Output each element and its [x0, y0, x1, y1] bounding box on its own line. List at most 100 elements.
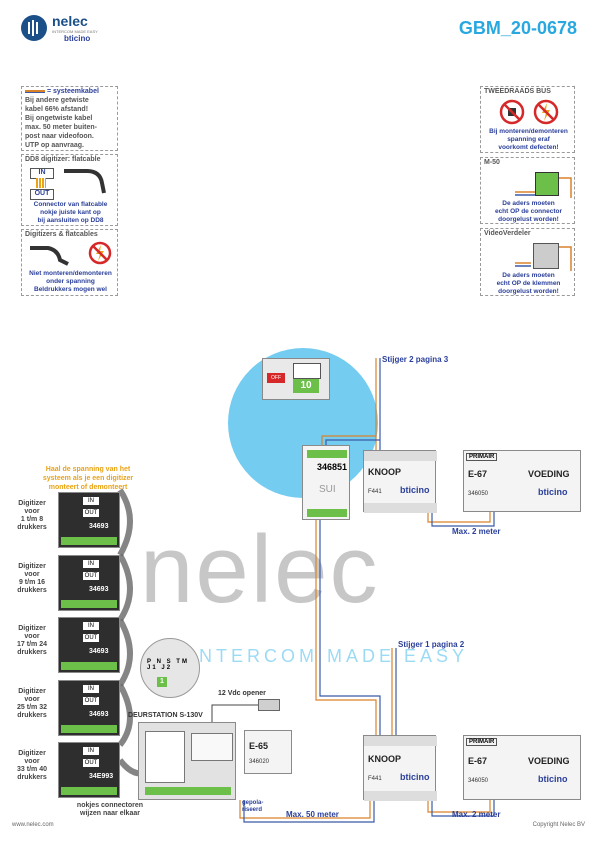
terminal-strip	[364, 791, 437, 801]
partner-brand: bticino	[64, 34, 91, 43]
terminal-block	[145, 787, 231, 795]
note-line: echt OP de connector	[494, 208, 563, 215]
e65-label: E-65	[249, 741, 269, 751]
note-title: M-50	[484, 159, 500, 166]
knoop-bottom: KNOOP F441 bticino	[363, 735, 437, 801]
note-line: UTP op aanvraag.	[25, 142, 85, 149]
e67-code: 346050	[468, 778, 489, 784]
terminal-block	[307, 509, 347, 517]
deurstation-panel	[145, 731, 185, 783]
max-2m-label: Max. 2 meter	[452, 527, 501, 536]
e67-brand: bticino	[538, 774, 568, 784]
stijger2-label: Stijger 2 pagina 3	[382, 355, 449, 364]
module-code: 346851	[317, 462, 348, 472]
digitizer-out: OUT	[83, 759, 99, 767]
digitizer-in: IN	[83, 497, 99, 505]
terminal-block	[61, 725, 117, 733]
deurstation-module	[191, 733, 233, 761]
terminal-strip	[364, 451, 437, 461]
note-tweedraads-bus: TWEEDRAADS BUS Bij monteren/demonteren s…	[480, 86, 575, 153]
note-line: max. 50 meter buiten-	[25, 124, 97, 131]
module-zoom: OFF 10	[262, 358, 330, 400]
document-number: GBM_20-0678	[458, 18, 577, 38]
knoop-code: F441	[368, 776, 382, 782]
digitizer-code: 34693	[89, 711, 109, 718]
note-dd8-flatcable: DD8 digitizer: flatcable IN OUT Connecto…	[21, 154, 118, 226]
nokjes-note: nokjes connectoren wijzen naar elkaar	[76, 802, 144, 817]
out-label: OUT	[30, 189, 54, 200]
note-line: Bij monteren/demonteren	[489, 128, 568, 135]
primair-label: PRIMAIR	[466, 453, 498, 461]
note-line: Bij ongetwiste kabel	[25, 115, 93, 122]
knoop-label: KNOOP	[368, 754, 402, 764]
terminal-block	[61, 600, 117, 608]
note-line: kabel 66% afstand!	[25, 106, 89, 113]
note-title: DD8 digitizer: flatcable	[25, 156, 101, 163]
terminal-strip	[364, 503, 437, 513]
logo: nelec INTERCOM MADE EASY bticino	[20, 12, 120, 46]
note-line: post naar videofoon.	[25, 133, 94, 140]
note-line: doorgelust worden!	[498, 288, 559, 295]
note-line: Connector van flatcable	[33, 201, 108, 208]
opener-label: 12 Vdc opener	[218, 690, 266, 697]
note-title: TWEEDRAADS BUS	[484, 88, 551, 95]
digitizer-out: OUT	[83, 509, 99, 517]
wires-icon	[515, 246, 572, 271]
e65-power-supply: E-65 346020	[244, 730, 292, 774]
no-voltage-icon	[88, 241, 112, 265]
digitizer-code: 34693	[89, 648, 109, 655]
note-line: Beldrukkers mogen wel	[34, 286, 107, 293]
digitizer-out: OUT	[83, 634, 99, 642]
voeding-label: VOEDING	[528, 469, 570, 479]
opener-icon	[258, 699, 280, 711]
flatcable-icon	[30, 246, 69, 266]
digitizer-in: IN	[83, 747, 99, 755]
warning-text: Haal de spanning van het systeem als je …	[42, 466, 134, 491]
knoop-brand: bticino	[400, 485, 430, 495]
footer-copyright: Copyright Nelec BV	[532, 822, 585, 828]
digitizer-in: IN	[83, 685, 99, 693]
note-line: nokje juiste kant op	[40, 209, 101, 216]
voeding-label: VOEDING	[528, 756, 570, 766]
e67-brand: bticino	[538, 487, 568, 497]
note-digitizers-flatcables: Digitizers & flatcables Niet monteren/de…	[21, 229, 118, 296]
knoop-label: KNOOP	[368, 467, 402, 477]
wires-icon	[515, 177, 572, 198]
address-switch: 10	[293, 379, 319, 393]
note-title: Digitizers & flatcables	[25, 231, 98, 238]
switch-zoom: P N S TM J1 J2 1	[140, 638, 200, 698]
switch-value: 1	[157, 677, 167, 687]
logo-icon	[21, 15, 47, 41]
flatcable-icon	[64, 169, 106, 194]
no-voltage-icon	[533, 99, 559, 125]
stijger1-label: Stijger 1 pagina 2	[398, 640, 465, 649]
module-sub: SUI	[319, 484, 336, 495]
off-switch: OFF	[267, 373, 285, 383]
max-2m-label: Max. 2 meter	[452, 810, 501, 819]
switch-terminals: P N S TM J1 J2	[147, 659, 189, 671]
note-line: spanning eraf	[507, 136, 550, 143]
terminal-strip	[364, 736, 437, 746]
knoop-brand: bticino	[400, 772, 430, 782]
terminal-block	[61, 537, 117, 545]
digitizer-in: IN	[83, 560, 99, 568]
module-346851: 346851 SUI	[302, 445, 350, 520]
note-line: Bij andere getwiste	[25, 97, 89, 104]
note-videoverdeler: VideoVerdeler De aders moeten echt OP de…	[480, 228, 575, 296]
note-title: = systeemkabel	[22, 87, 117, 96]
digitizer-out: OUT	[83, 572, 99, 580]
note-title: VideoVerdeler	[484, 230, 531, 237]
deurstation-label: DEURSTATION S-130V	[128, 712, 203, 719]
e67-top: PRIMAIR E-67 VOEDING 346050 bticino	[463, 450, 581, 512]
e67-label: E-67	[468, 469, 488, 479]
brand-tagline: INTERCOM MADE EASY	[52, 29, 98, 34]
deurstation-s130v	[138, 722, 236, 800]
max-50m-label: Max. 50 meter	[286, 810, 339, 819]
